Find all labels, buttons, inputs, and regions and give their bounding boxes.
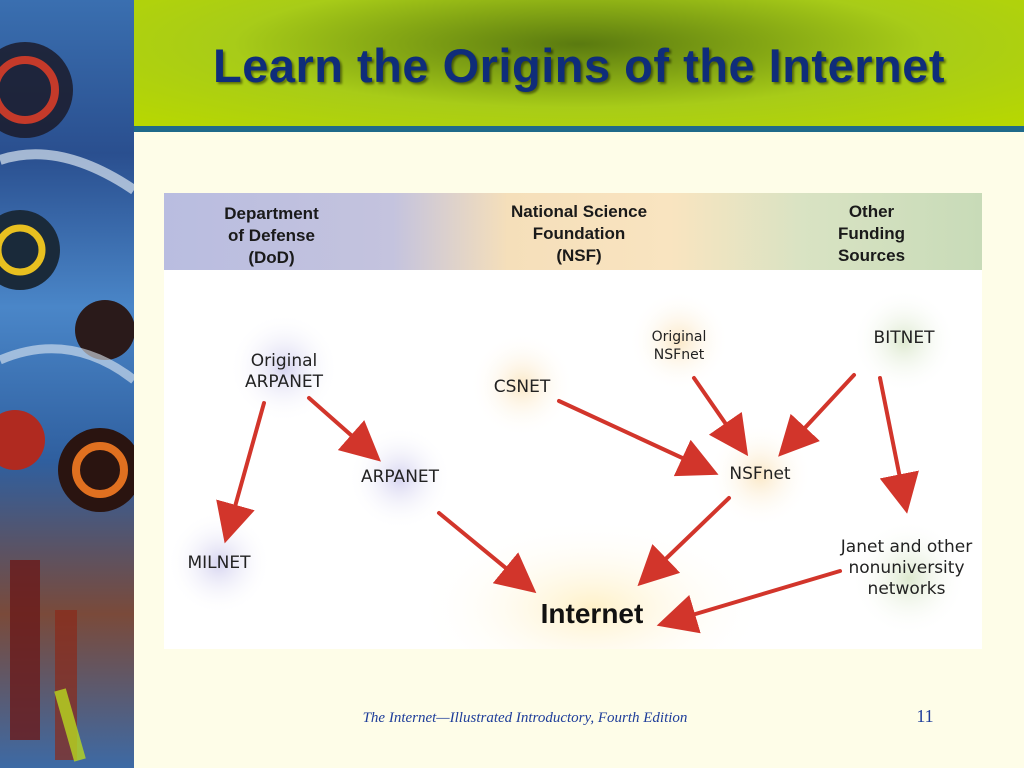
- arrow-bitnet-to-janet: [878, 376, 919, 514]
- funding-sources-band: [164, 193, 982, 270]
- node-janet: Janet and other nonuniversity networks: [840, 537, 973, 599]
- header-other: Other Funding Sources: [837, 202, 906, 265]
- page-number: 11: [916, 706, 934, 726]
- glow-original-nsfnet: [629, 291, 729, 391]
- glow-bitnet: [852, 289, 956, 393]
- glow-csnet: [470, 333, 574, 437]
- arrow-arpanet-to-internet: [437, 511, 537, 594]
- node-original-arpanet: Original ARPANET: [244, 351, 324, 392]
- glow-original-arpanet: [229, 313, 339, 423]
- node-arpanet: ARPANET: [360, 467, 440, 487]
- node-internet: Internet: [540, 598, 644, 629]
- slide-title: Learn the Origins of the Internet: [212, 39, 945, 92]
- glow-janet: [851, 520, 967, 636]
- arrow-nsfnet-to-internet: [637, 496, 731, 587]
- title-bar: [134, 0, 1024, 126]
- header-nsf: National Science Foundation (NSF): [510, 202, 648, 265]
- arrow-original-arpanet-to-milnet: [216, 401, 266, 544]
- arrow-original-nsfnet-to-nsfnet: [692, 376, 749, 457]
- decorative-painting: [0, 0, 134, 768]
- node-csnet: CSNET: [493, 377, 551, 397]
- node-milnet: MILNET: [187, 553, 251, 573]
- title-divider: [134, 126, 1024, 132]
- arrow-bitnet-to-nsfnet: [778, 373, 856, 457]
- node-original-nsfnet: Original NSFnet: [651, 329, 707, 363]
- node-bitnet: BITNET: [873, 328, 935, 348]
- arrow-csnet-to-nsfnet: [557, 399, 719, 477]
- diagram-graphics: [167, 289, 967, 649]
- arrow-janet-to-internet: [656, 569, 842, 634]
- arrow-original-arpanet-to-arpanet: [307, 396, 381, 462]
- header-dod: Department of Defense (DoD): [224, 204, 319, 267]
- footer-text: The Internet—Illustrated Introductory, F…: [362, 710, 688, 726]
- internet-origins-diagram: Department of Defense (DoD) National Sci…: [164, 193, 982, 649]
- node-nsfnet: NSFnet: [729, 464, 791, 484]
